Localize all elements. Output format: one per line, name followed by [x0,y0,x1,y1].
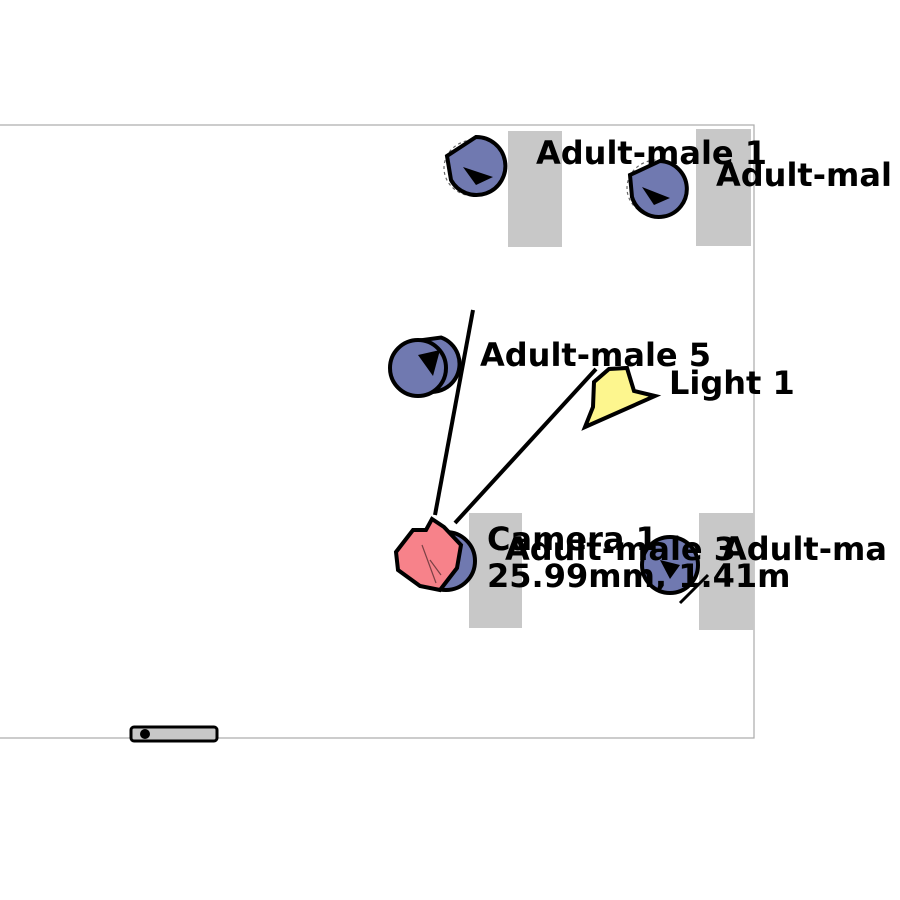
camera-sight-line [453,367,598,525]
light-label: Light 1 [669,364,795,402]
light-icon[interactable] [581,365,662,431]
camera-label: Camera 1 [487,520,658,558]
subject-adult-male-3[interactable] [640,535,710,605]
door-icon[interactable] [129,725,219,743]
camera-spec-label: 25.99mm, 1.41m [487,557,791,595]
room-outline [0,124,755,739]
subject-adult-male-2[interactable] [626,158,689,219]
floor-pad [469,513,522,628]
floor-pad [508,131,562,247]
subject-label: Adult-male 3 [505,530,736,568]
subject-adult-male-1[interactable] [443,134,508,197]
subject-adult-male-5[interactable] [388,334,464,398]
subject-label: Adult-male 5 [480,336,711,374]
floor-pad [696,129,751,246]
camera-sight-line [433,309,475,516]
subject-label: Adult-mal [716,156,892,194]
floor-pad [699,513,754,630]
subject-label: Adult-ma [722,530,887,568]
camera-icon[interactable] [393,516,464,593]
